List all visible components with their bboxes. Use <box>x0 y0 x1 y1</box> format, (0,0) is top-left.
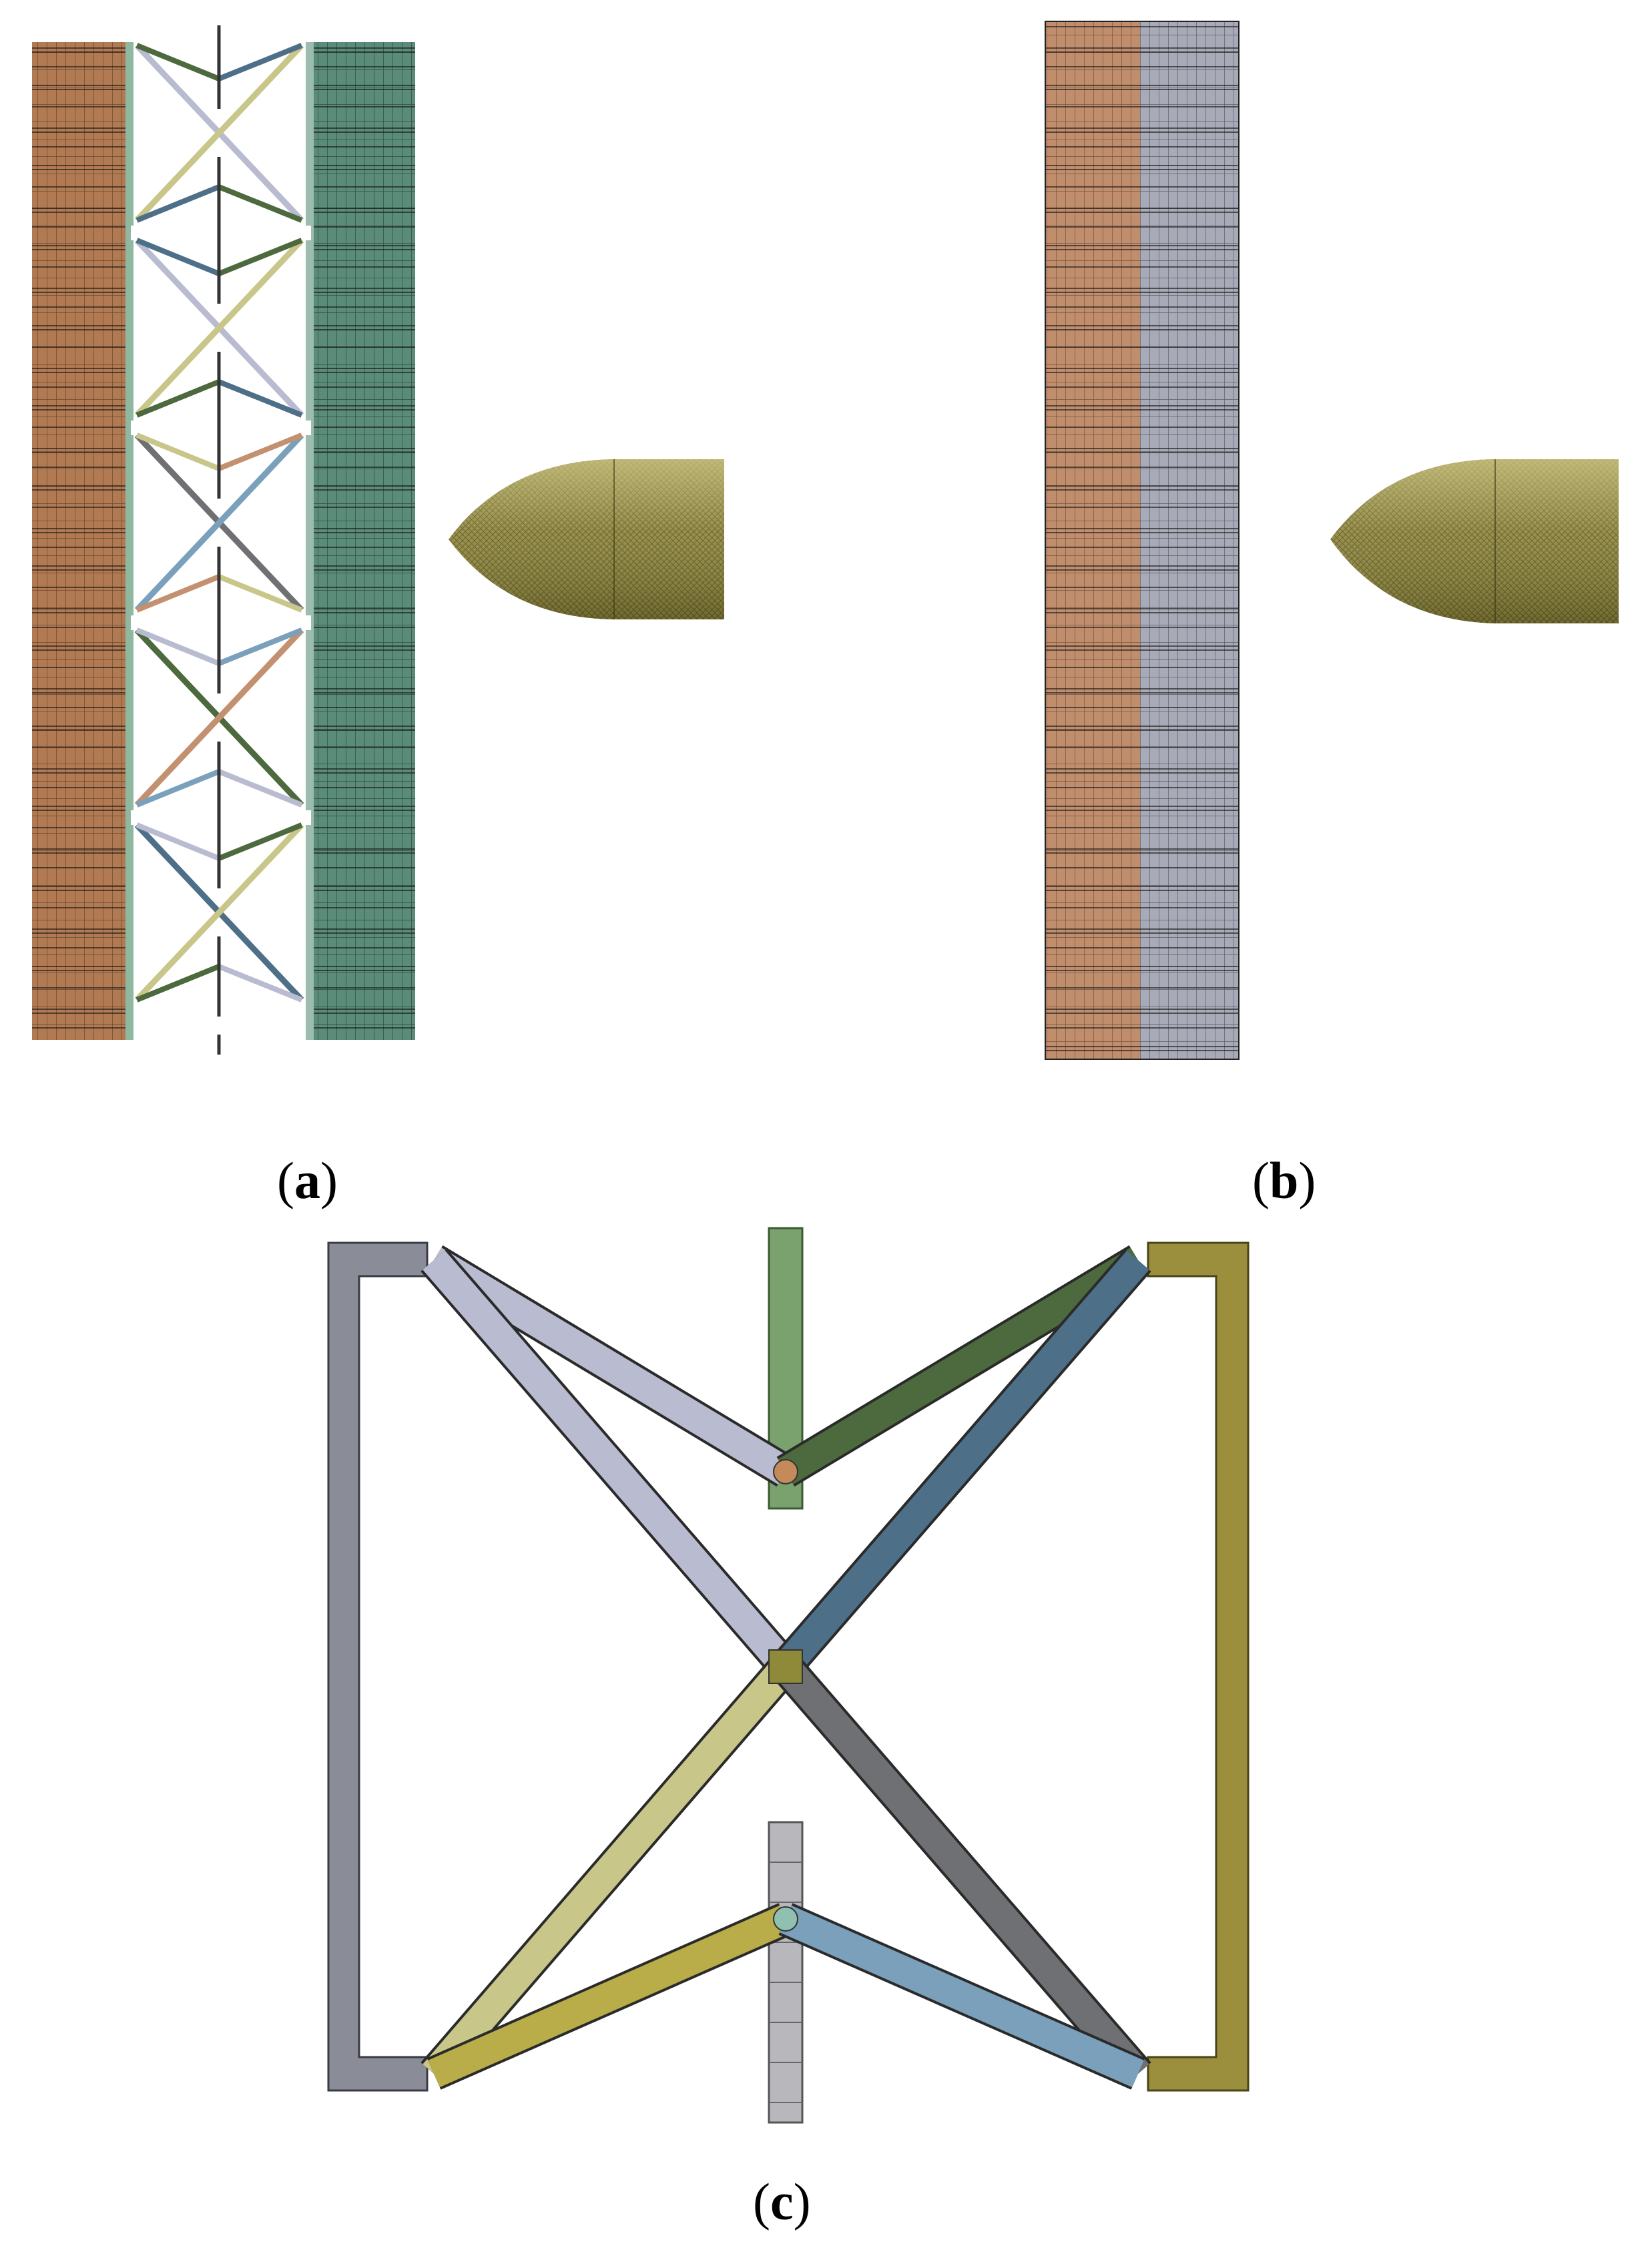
panel-label-a: (a) <box>277 1151 338 1209</box>
strut-diagonal-lower-left <box>423 1657 797 2084</box>
lattice-strut <box>218 238 303 276</box>
lattice-strut <box>135 574 220 613</box>
panel-label-c: (c) <box>753 2173 811 2231</box>
cell-gap <box>131 226 311 240</box>
core-left-sheet <box>125 42 133 1040</box>
upper-joint <box>773 1459 798 1484</box>
lattice-strut <box>135 627 220 666</box>
lattice-strut <box>218 433 303 471</box>
strut-diagonal-lower-right <box>774 1657 1149 2084</box>
left-frame <box>327 1241 429 2092</box>
projectile-a <box>449 459 724 619</box>
strut-diagonal-upper-left <box>423 1250 797 1677</box>
lattice-strut <box>135 964 220 1003</box>
lattice-strut <box>218 43 303 81</box>
projectile-b <box>1330 459 1619 623</box>
core-right-sheet <box>306 42 314 1040</box>
lattice-strut <box>135 433 220 471</box>
strut-lower-right <box>780 1905 1144 2088</box>
cell-gap <box>131 615 311 630</box>
lattice-strut <box>135 769 220 808</box>
center-joint <box>768 1649 803 1684</box>
strut-upper-left <box>426 1247 794 1484</box>
lattice-strut <box>134 43 304 223</box>
lattice-strut <box>134 433 304 613</box>
lattice-strut <box>134 822 304 1003</box>
cell-gap <box>131 420 311 435</box>
lattice-strut <box>135 822 220 861</box>
lattice-strut <box>135 379 220 418</box>
panel-c-unit-cell <box>327 1227 1250 2124</box>
panel-a <box>32 25 724 1055</box>
struts <box>421 1245 1151 2090</box>
lattice-strut <box>135 238 220 276</box>
strut-upper-right <box>778 1247 1146 1484</box>
strut-lower-left <box>428 1905 792 2088</box>
cell-gap <box>131 810 311 825</box>
lattice-strut <box>134 627 304 808</box>
lattice-strut <box>218 379 303 418</box>
panel-b <box>1045 21 1619 1060</box>
lattice-core <box>131 25 311 1055</box>
lattice-strut <box>218 574 303 613</box>
lattice-strut <box>218 769 303 808</box>
lattice-strut <box>218 964 303 1003</box>
lattice-strut <box>218 184 303 223</box>
lower-rod <box>768 1821 804 2124</box>
panel-label-b: (b) <box>1252 1151 1316 1209</box>
lattice-strut <box>135 43 220 81</box>
lattice-strut <box>134 238 304 418</box>
lattice-strut <box>135 184 220 223</box>
strut-diagonal-upper-right <box>774 1250 1149 1677</box>
lattice-strut <box>218 627 303 666</box>
right-frame <box>1147 1241 1250 2092</box>
lattice-strut <box>218 822 303 861</box>
lower-joint <box>773 1906 798 1932</box>
